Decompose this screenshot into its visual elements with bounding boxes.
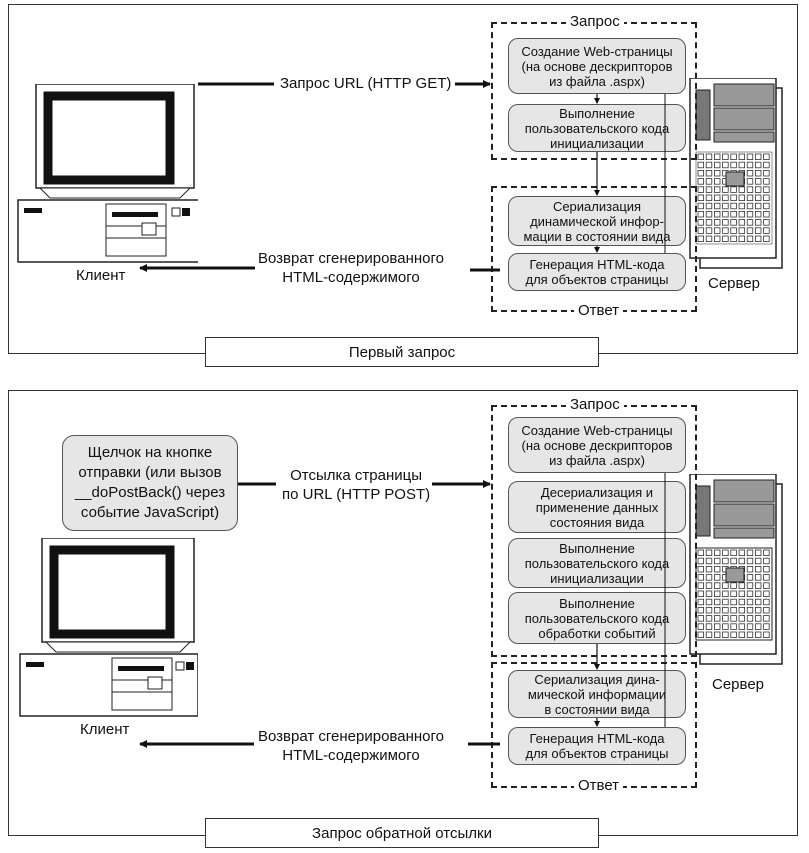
- server-label: Сервер: [708, 275, 761, 292]
- request-arrow-label: Запрос URL (HTTP GET): [280, 75, 452, 92]
- step-create-page: Создание Web-страницы(на основе дескрипт…: [508, 38, 686, 94]
- request-label: Запрос: [566, 396, 624, 414]
- server-label: Сервер: [712, 676, 765, 693]
- response-label: Ответ: [574, 302, 624, 320]
- response-arrow-label: Возврат сгенерированного HTML-содержимог…: [258, 728, 444, 764]
- desktop-computer-icon: [19, 538, 198, 717]
- response-label: Ответ: [574, 777, 624, 795]
- request-label: Запрос: [566, 13, 624, 31]
- postback-trigger-note: Щелчок на кнопке отправки (или вызов __d…: [62, 435, 238, 531]
- postback-request-caption: Запрос обратной отсылки: [205, 818, 599, 848]
- response-arrow-label: Возврат сгенерированного HTML-содержимог…: [258, 250, 444, 286]
- server-tower-icon: [689, 78, 783, 269]
- client-label: Клиент: [76, 267, 126, 284]
- desktop-computer-icon: [17, 84, 198, 263]
- step-create-page: Создание Web-страницы(на основе дескрипт…: [508, 417, 686, 473]
- server-tower-icon: [689, 474, 783, 665]
- request-arrow-label: Отсылка страницы по URL (HTTP POST): [282, 467, 431, 503]
- first-request-caption: Первый запрос: [205, 337, 599, 367]
- client-label: Клиент: [80, 721, 130, 738]
